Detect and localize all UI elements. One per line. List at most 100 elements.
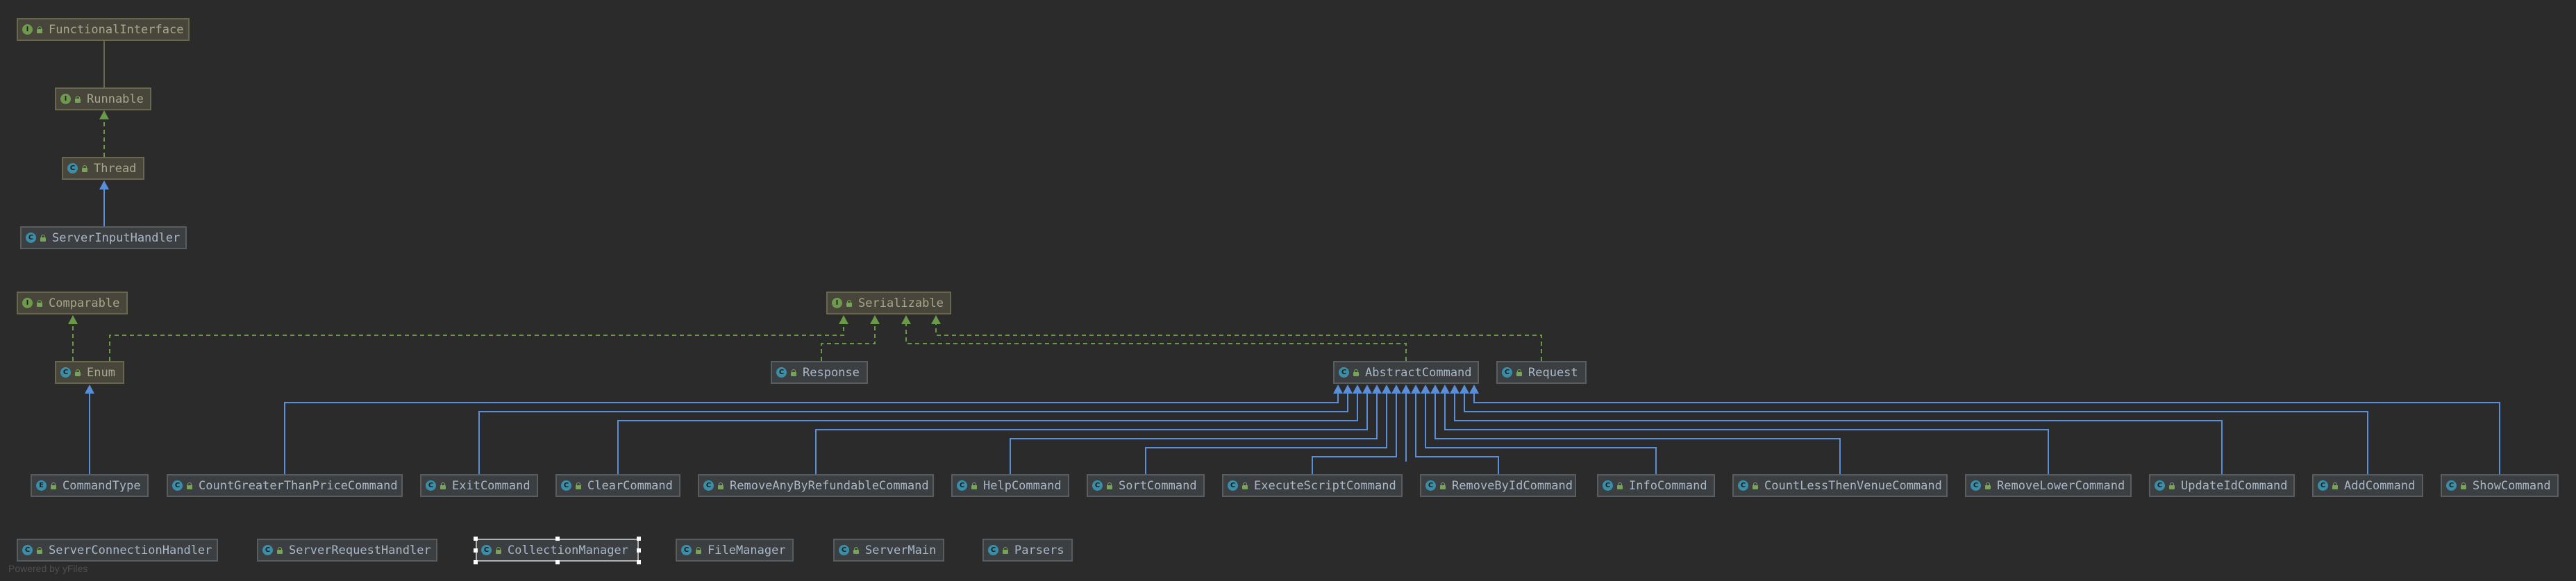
class-node-commandtype[interactable]: E CommandType [31, 474, 149, 497]
selection-handle[interactable] [555, 537, 560, 541]
visibility-icon [1353, 369, 1360, 376]
extends-arrowhead [1372, 385, 1382, 394]
class-node-infocommand[interactable]: C InfoCommand [1597, 474, 1715, 497]
class-name: ClearCommand [587, 478, 673, 493]
class-node-sortcommand[interactable]: C SortCommand [1087, 474, 1205, 497]
extends-arrowhead [1460, 385, 1469, 394]
class-node-removebyidcommand[interactable]: C RemoveByIdCommand [1420, 474, 1576, 497]
class-icon: C [561, 480, 571, 491]
class-icon: C [776, 367, 787, 378]
abstract-class-icon: C [1339, 367, 1349, 378]
class-node-collectionmanager[interactable]: C CollectionManager [476, 539, 639, 562]
implements-arrowhead [99, 110, 109, 119]
visibility-icon [81, 165, 88, 172]
class-name: RemoveByIdCommand [1452, 478, 1573, 493]
class-icon: C [262, 545, 273, 555]
class-icon: C [2155, 480, 2165, 491]
class-name: Request [1528, 365, 1578, 380]
class-node-clearcommand[interactable]: C ClearCommand [555, 474, 680, 497]
class-node-request[interactable]: C Request [1496, 361, 1587, 384]
visibility-icon [1106, 482, 1113, 489]
extends-arrowhead [1421, 385, 1430, 394]
class-icon: C [681, 545, 692, 555]
implements-edge [935, 323, 1542, 361]
implements-arrowhead [839, 315, 848, 324]
class-icon: C [2318, 480, 2328, 491]
selection-handle[interactable] [637, 548, 641, 553]
class-icon: C [26, 233, 36, 243]
visibility-icon [717, 482, 724, 489]
class-node-countgreaterthanpricecommand[interactable]: C CountGreaterThanPriceCommand [167, 474, 403, 497]
class-node-functionalinterface[interactable]: I FunctionalInterface [17, 18, 190, 41]
class-node-abstractcommand[interactable]: C AbstractCommand [1333, 361, 1479, 384]
class-node-filemanager[interactable]: C FileManager [676, 539, 794, 562]
class-name: Comparable [49, 296, 120, 310]
class-icon: C [2446, 480, 2457, 491]
class-node-thread[interactable]: C Thread [62, 157, 144, 180]
extends-edge [1435, 392, 1841, 474]
extends-arrowhead [1391, 385, 1401, 394]
class-node-runnable[interactable]: I Runnable [55, 87, 151, 110]
extends-arrowhead [1343, 385, 1353, 394]
selection-handle[interactable] [637, 560, 641, 564]
class-icon: C [481, 545, 492, 555]
class-node-enum[interactable]: C Enum [55, 361, 124, 384]
selection-handle[interactable] [474, 537, 478, 541]
class-node-comparable[interactable]: I Comparable [17, 292, 128, 314]
class-icon: C [1502, 367, 1512, 378]
implements-arrowhead [870, 315, 880, 324]
visibility-icon [1752, 482, 1759, 489]
extends-arrowhead [85, 385, 94, 394]
class-node-serverconnectionhandler[interactable]: C ServerConnectionHandler [17, 539, 218, 562]
selection-handle[interactable] [474, 560, 478, 564]
class-node-parsers[interactable]: C Parsers [982, 539, 1073, 562]
class-node-helpcommand[interactable]: C HelpCommand [951, 474, 1069, 497]
visibility-icon [1616, 482, 1623, 489]
visibility-icon [36, 299, 43, 307]
implements-edge [821, 323, 876, 361]
interface-icon: I [22, 298, 33, 308]
class-name: RemoveAnyByRefundableCommand [730, 478, 929, 493]
extends-edge [1010, 392, 1378, 474]
selection-handle[interactable] [637, 537, 641, 541]
class-icon: C [1971, 480, 1981, 491]
footer-watermark: Powered by yFiles [8, 563, 88, 574]
class-name: UpdateIdCommand [2181, 478, 2288, 493]
interface-icon: I [832, 298, 842, 308]
class-node-removeanybyrefundablecommand[interactable]: C RemoveAnyByRefundableCommand [698, 474, 934, 497]
class-node-serverrequesthandler[interactable]: C ServerRequestHandler [257, 539, 437, 562]
class-node-showcommand[interactable]: C ShowCommand [2441, 474, 2559, 497]
class-node-response[interactable]: C Response [771, 361, 868, 384]
class-name: Enum [87, 365, 115, 380]
class-icon: C [957, 480, 967, 491]
class-node-executescriptcommand[interactable]: C ExecuteScriptCommand [1222, 474, 1403, 497]
class-node-servermain[interactable]: C ServerMain [833, 539, 944, 562]
class-name: CommandType [62, 478, 141, 493]
extends-edge [1464, 392, 2368, 474]
class-name: ServerInputHandler [52, 230, 181, 245]
visibility-icon [846, 299, 853, 307]
implements-arrowhead [68, 315, 78, 324]
enum-icon: E [36, 480, 47, 491]
selection-handle[interactable] [474, 548, 478, 553]
visibility-icon [74, 95, 81, 103]
class-icon: C [172, 480, 183, 491]
class-icon: C [1603, 480, 1613, 491]
extends-edge [617, 392, 1358, 474]
class-node-serializable[interactable]: I Serializable [826, 292, 951, 314]
selection-handle[interactable] [555, 560, 560, 564]
class-name: ShowCommand [2473, 478, 2551, 493]
class-node-exitcommand[interactable]: C ExitCommand [420, 474, 538, 497]
class-node-removelowercommand[interactable]: C RemoveLowerCommand [1965, 474, 2132, 497]
class-node-countlessthenvenuecommand[interactable]: C CountLessThenVenueCommand [1732, 474, 1948, 497]
class-node-serverinputhandler[interactable]: C ServerInputHandler [20, 226, 187, 249]
class-node-updateidcommand[interactable]: C UpdateIdCommand [2149, 474, 2295, 497]
class-icon: C [839, 545, 849, 555]
visibility-icon [495, 546, 502, 554]
extends-edge [284, 392, 1339, 474]
visibility-icon [575, 482, 582, 489]
class-node-addcommand[interactable]: C AddCommand [2312, 474, 2423, 497]
visibility-icon [2332, 482, 2339, 489]
extends-arrowhead [1411, 385, 1421, 394]
class-name: SortCommand [1119, 478, 1197, 493]
